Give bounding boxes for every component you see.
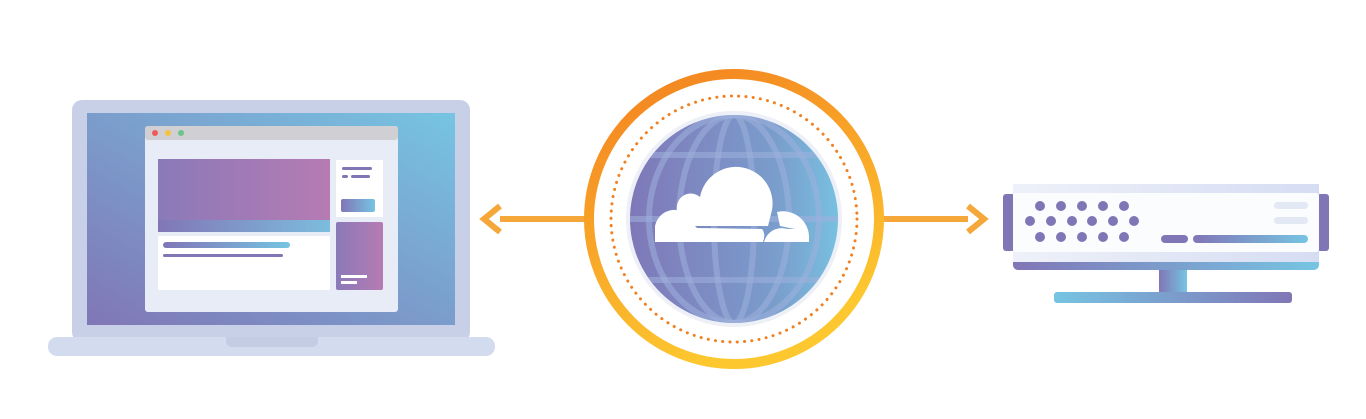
cloudflare-globe-icon [584,69,884,369]
close-dot-icon [152,130,158,136]
laptop-notch [226,337,318,347]
progress-bar [1193,235,1308,243]
vent-holes-icon [1025,201,1139,242]
dotted-ring [609,94,859,344]
indicator-light [1274,217,1308,224]
laptop-icon [48,100,495,356]
server-icon [1003,184,1329,303]
arrow-to-client [479,203,586,235]
hero-banner [158,159,330,232]
cloud-logo-icon [655,166,809,242]
browser-titlebar [145,126,398,140]
status-bar [1161,235,1188,243]
card-button [341,199,375,212]
server-ear-left [1003,194,1015,251]
arrow-to-origin [882,203,989,235]
promo-card [336,222,383,290]
maximize-dot-icon [178,130,184,136]
minimize-dot-icon [165,130,171,136]
server-base [1054,292,1292,303]
browser-window [145,126,398,312]
server-stand [1159,270,1187,293]
server-ear-right [1317,194,1329,251]
indicator-light [1274,202,1308,209]
